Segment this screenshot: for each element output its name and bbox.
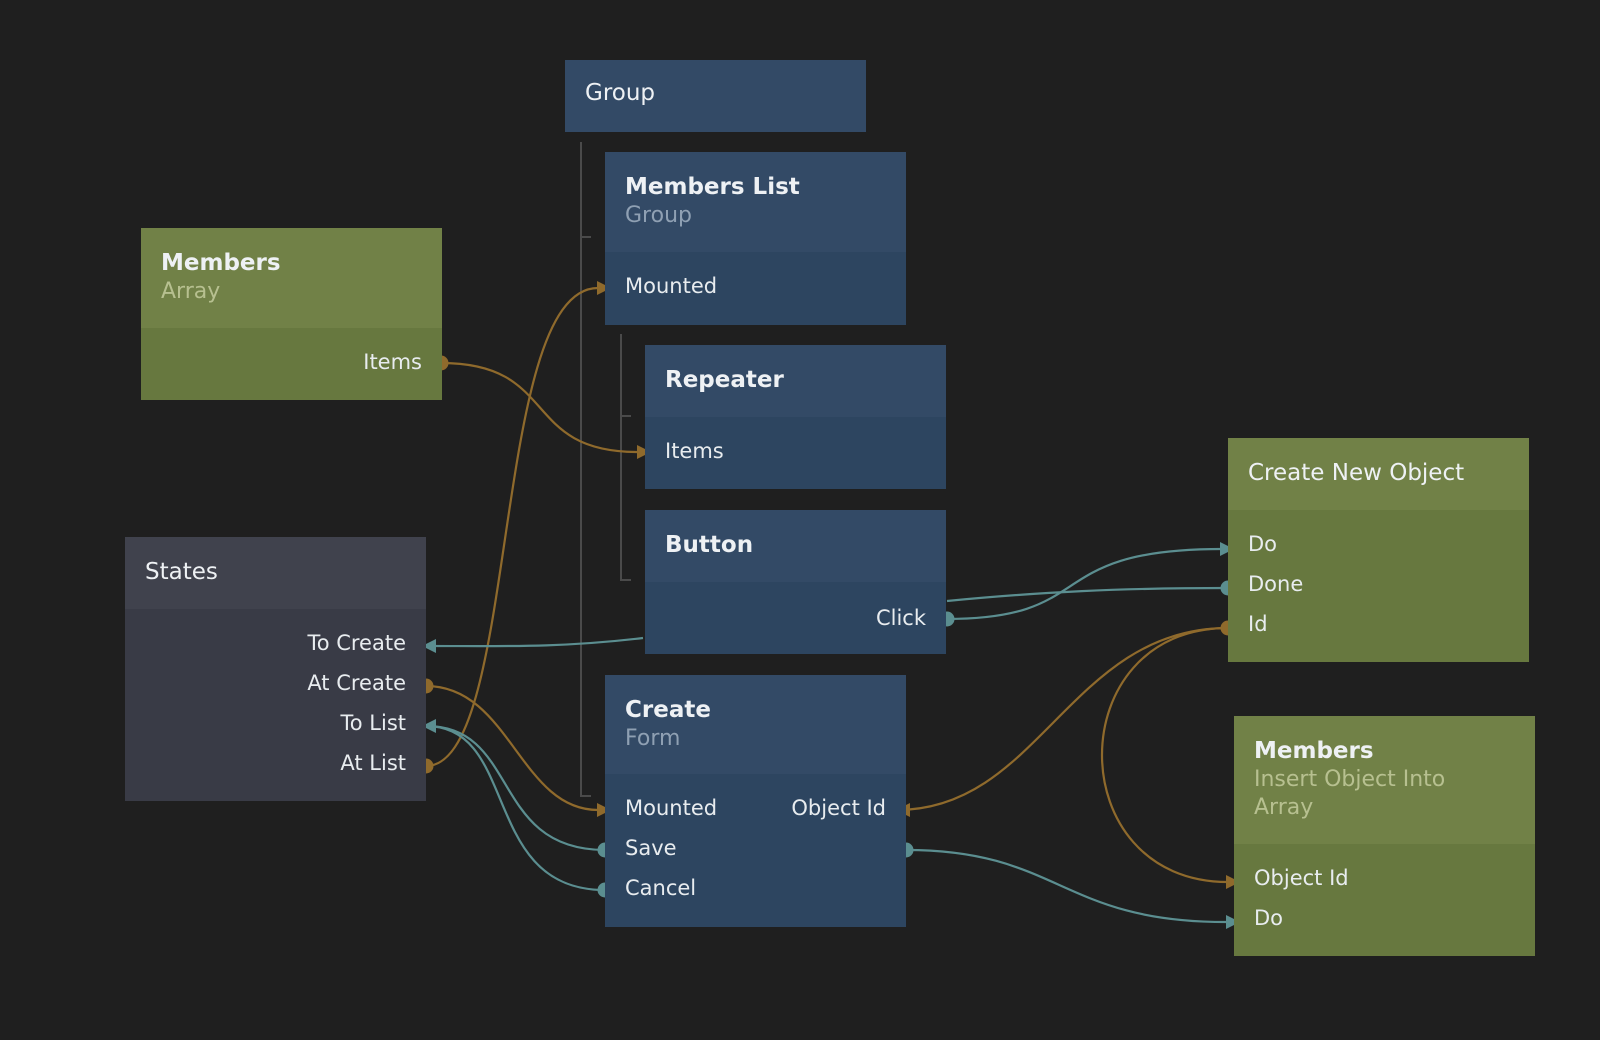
hierarchy-line-group xyxy=(580,142,591,797)
port-to-create[interactable]: To Create xyxy=(307,631,406,655)
node-title: Group xyxy=(585,80,656,106)
port-mounted[interactable]: Mounted xyxy=(625,274,718,298)
node-members-list[interactable]: Members List Group Mounted xyxy=(605,152,906,325)
port-id[interactable]: Id xyxy=(1248,612,1268,636)
port-items[interactable]: Items xyxy=(665,439,724,463)
node-title: Repeater xyxy=(665,367,784,393)
port-at-create[interactable]: At Create xyxy=(307,671,406,695)
wire-click-to-do xyxy=(946,547,1223,621)
node-title: Create xyxy=(625,697,711,723)
wire-id-to-create-object-id xyxy=(896,626,1229,812)
node-states[interactable]: States To Create At Create To List At Li… xyxy=(125,537,426,801)
wire-members-items-to-repeater-items xyxy=(440,361,639,454)
node-subtitle: Array xyxy=(161,279,221,304)
node-button[interactable]: Button Click xyxy=(645,510,946,654)
node-subtitle: Form xyxy=(625,726,681,751)
port-do[interactable]: Do xyxy=(1254,906,1284,930)
port-mounted[interactable]: Mounted xyxy=(625,796,718,820)
wire-at-create-to-create-mounted xyxy=(425,684,599,812)
node-title: Members xyxy=(161,250,281,276)
port-save[interactable]: Save xyxy=(625,836,677,860)
node-group[interactable]: Group xyxy=(565,60,866,132)
port-object-id[interactable]: Object Id xyxy=(1254,866,1349,890)
wire-form-to-insert-do xyxy=(905,848,1227,924)
wire-button-to-done xyxy=(946,586,1229,603)
wire-at-list-to-members-list-mounted xyxy=(425,286,599,768)
node-title: Members xyxy=(1254,738,1374,764)
hierarchy-line-members-list xyxy=(620,334,631,581)
port-object-id[interactable]: Object Id xyxy=(791,796,886,820)
port-cancel[interactable]: Cancel xyxy=(625,876,697,900)
node-subtitle: Insert Object Into Array xyxy=(1254,767,1446,820)
port-click[interactable]: Click xyxy=(875,606,926,630)
node-create-form[interactable]: Create Form Mounted Object Id Save Cance… xyxy=(605,675,906,927)
node-members-array[interactable]: Members Array Items xyxy=(141,228,442,400)
wire-button-to-to-create xyxy=(425,636,644,648)
node-create-new-object[interactable]: Create New Object Do Done Id xyxy=(1228,438,1529,662)
port-items[interactable]: Items xyxy=(363,350,422,374)
wire-cancel-to-to-list xyxy=(425,724,606,892)
port-to-list[interactable]: To List xyxy=(340,711,407,735)
node-title: Create New Object xyxy=(1248,460,1465,486)
node-title: Button xyxy=(665,532,754,558)
node-title: Members List xyxy=(625,174,800,200)
node-repeater[interactable]: Repeater Items xyxy=(645,345,946,489)
port-do[interactable]: Do xyxy=(1248,532,1278,556)
wire-id-to-insert-object-id xyxy=(1101,626,1229,884)
node-title: States xyxy=(145,559,218,585)
wire-save-to-to-list xyxy=(425,724,606,852)
node-members-insert[interactable]: Members Insert Object Into Array Object … xyxy=(1234,716,1535,956)
port-at-list[interactable]: At List xyxy=(340,751,406,775)
port-done[interactable]: Done xyxy=(1248,572,1304,596)
node-subtitle: Group xyxy=(625,203,692,228)
